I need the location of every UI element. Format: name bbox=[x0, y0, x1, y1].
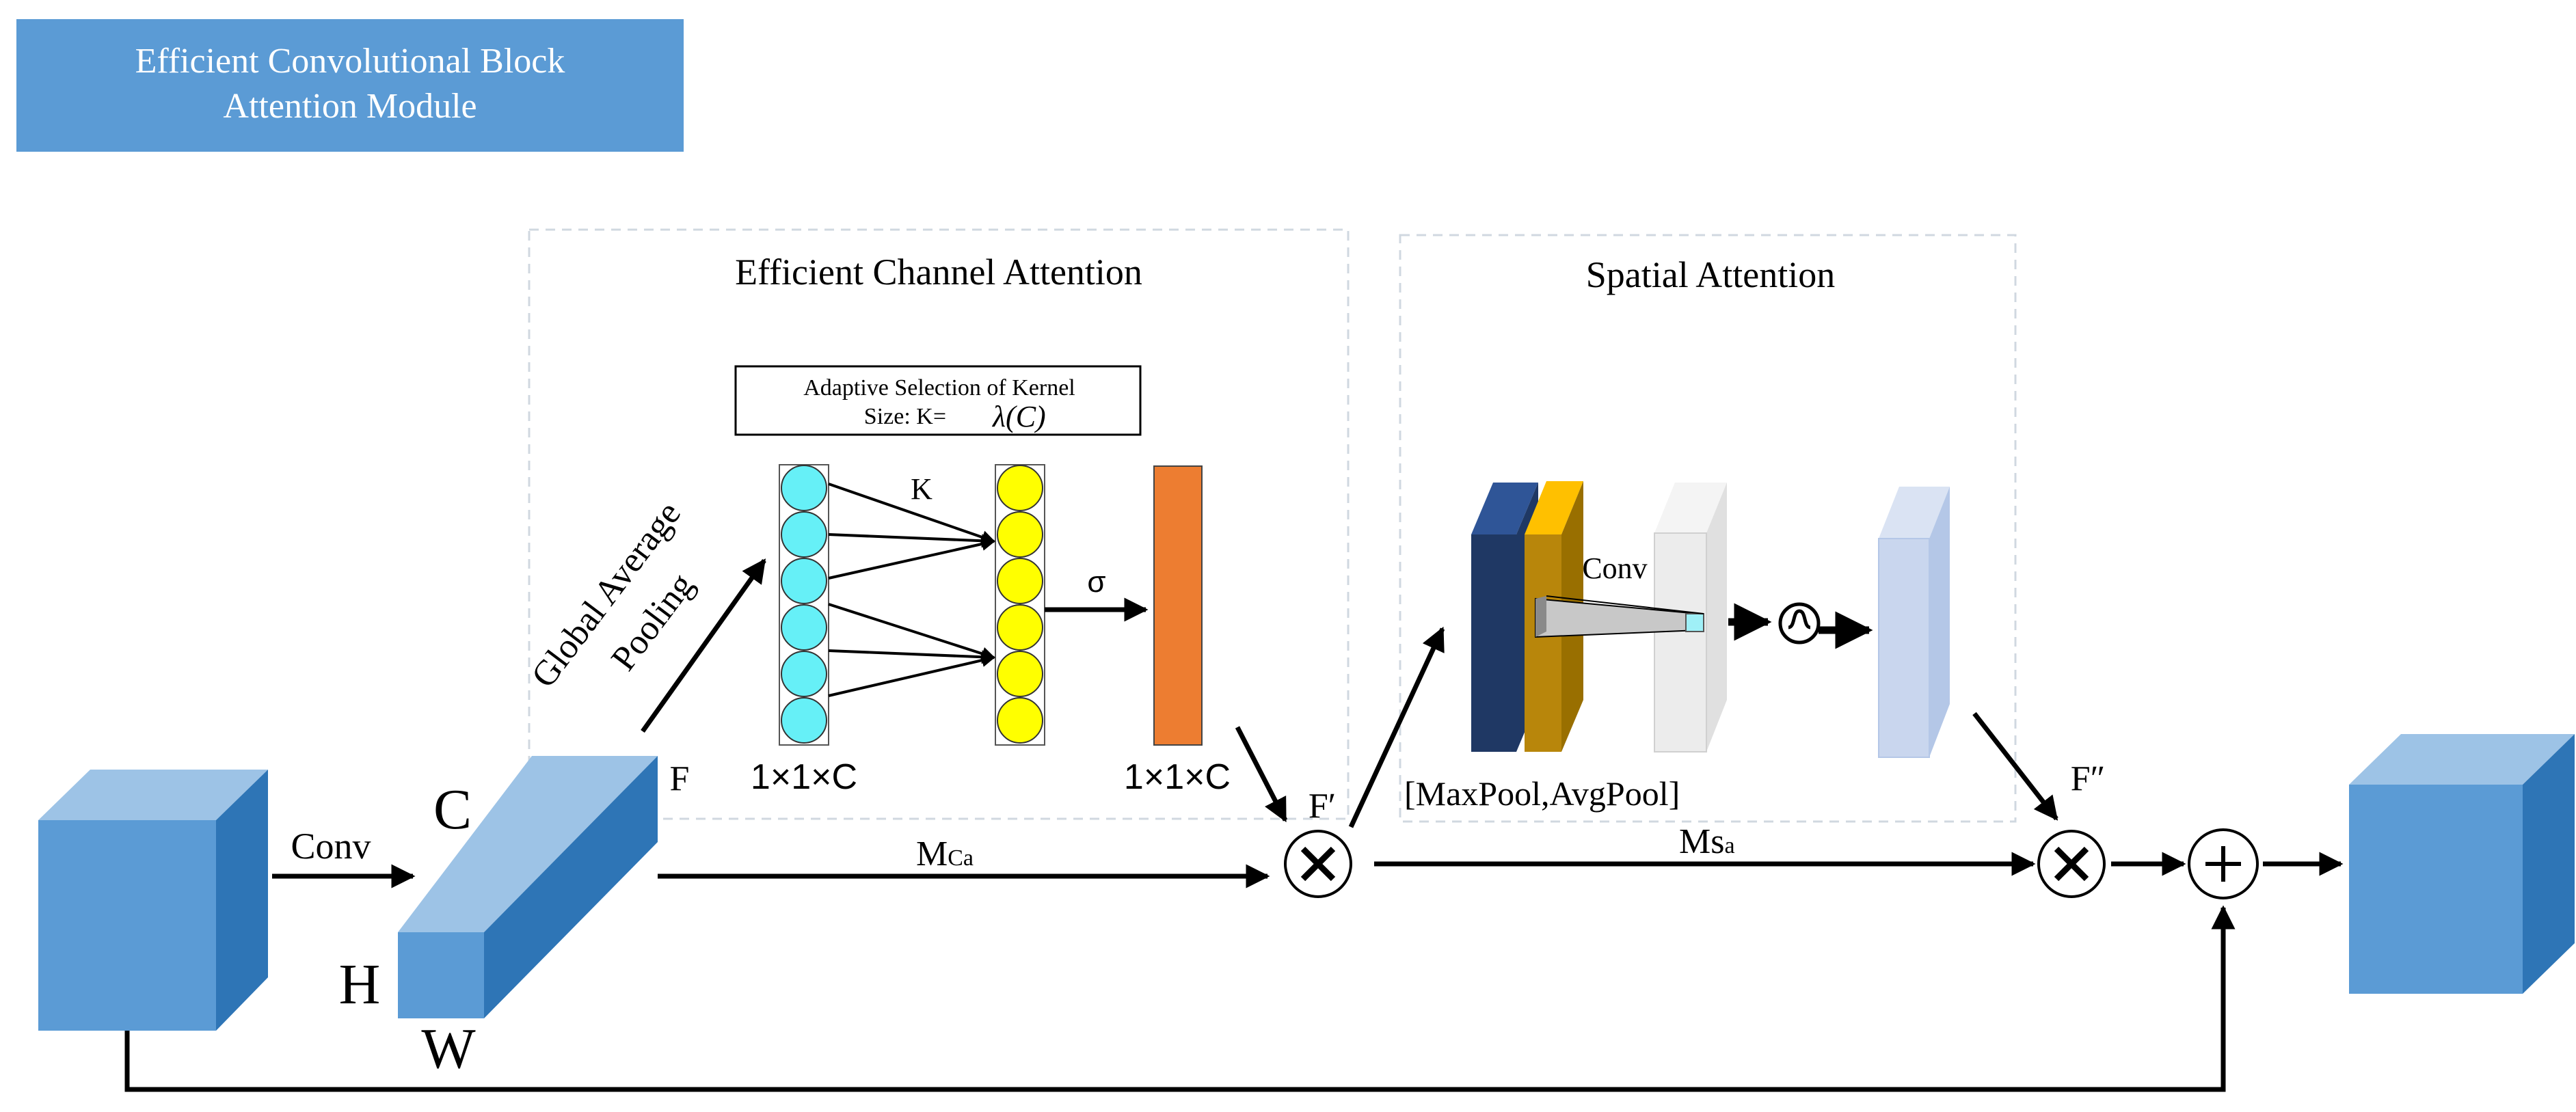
conv-label: Conv bbox=[291, 826, 371, 867]
mca-main: M bbox=[916, 835, 948, 873]
vector-node bbox=[781, 651, 827, 697]
kernel-box-formula: λ(C) bbox=[991, 400, 1046, 433]
eca-title: Efficient Channel Attention bbox=[735, 252, 1142, 293]
f-label: F bbox=[670, 759, 690, 798]
kernel-selection-box: Adaptive Selection of Kernel Size: K= λ(… bbox=[734, 365, 1142, 436]
module-title-line1: Efficient Convolutional Block bbox=[135, 42, 565, 81]
vector-node bbox=[781, 558, 827, 604]
spatial-title: Spatial Attention bbox=[1586, 254, 1835, 295]
vector-node bbox=[997, 558, 1043, 604]
sigmoid-icon bbox=[1778, 602, 1821, 645]
spatial-to-mult-arrow bbox=[1972, 711, 2058, 821]
spatial-attention-plane bbox=[1878, 487, 1950, 758]
module-title-line2: Attention Module bbox=[223, 87, 477, 126]
vector-node bbox=[781, 697, 827, 744]
c-label: C bbox=[433, 778, 472, 841]
k-connections bbox=[828, 483, 995, 697]
f-prime-label: F′ bbox=[1309, 787, 1336, 826]
conv1d-vector-column bbox=[995, 464, 1045, 746]
left-dim-label: 1×1×C bbox=[751, 757, 857, 797]
vector-node bbox=[781, 465, 827, 511]
sigma-label: σ bbox=[1087, 565, 1105, 599]
pooled-maps-stack bbox=[1471, 481, 1583, 752]
k-arrow bbox=[828, 537, 995, 580]
vector-node bbox=[997, 511, 1043, 558]
plus-icon bbox=[2188, 828, 2259, 899]
vector-node bbox=[781, 604, 827, 651]
vector-node bbox=[997, 651, 1043, 697]
vector-node bbox=[997, 465, 1043, 511]
kernel-box-line2: Size: K= bbox=[864, 404, 946, 429]
msa-sub: a bbox=[1724, 833, 1734, 858]
k-label: K bbox=[911, 472, 933, 506]
output-feature-cube bbox=[2349, 734, 2575, 994]
to-spatial-arrow bbox=[1348, 626, 1445, 828]
f-double-prime-label: F″ bbox=[2071, 759, 2106, 798]
msa-main: Ms bbox=[1679, 822, 1724, 861]
multiply-icon bbox=[1284, 830, 1352, 898]
module-title-banner: Efficient Convolutional Block Attention … bbox=[16, 19, 684, 152]
right-dim-label: 1×1×C bbox=[1124, 757, 1231, 797]
h-label: H bbox=[339, 953, 381, 1016]
gap-arrow bbox=[641, 558, 766, 733]
w-label: W bbox=[421, 1017, 476, 1081]
spatial-panel bbox=[1399, 234, 2017, 823]
spatial-conv-label: Conv bbox=[1582, 552, 1647, 585]
vector-node bbox=[997, 604, 1043, 651]
conv-output-plane bbox=[1654, 483, 1727, 752]
pool-label: [MaxPool,AvgPool] bbox=[1404, 774, 1680, 813]
vector-node bbox=[781, 511, 827, 558]
k-arrow bbox=[828, 483, 995, 544]
channel-attention-bar bbox=[1153, 465, 1203, 746]
k-arrow bbox=[828, 649, 995, 664]
k-arrow bbox=[828, 603, 995, 660]
mca-sub: Ca bbox=[948, 845, 974, 871]
feature-map-f bbox=[398, 756, 658, 1018]
input-feature-cube bbox=[38, 770, 268, 1031]
residual-connection bbox=[124, 905, 2236, 1092]
msa-label: Msa bbox=[1679, 822, 1735, 861]
k-arrow bbox=[828, 533, 995, 548]
kernel-box-line1: Adaptive Selection of Kernel bbox=[803, 375, 1075, 401]
conv-kernel-projection bbox=[1535, 595, 1704, 638]
multiply-icon bbox=[2037, 830, 2106, 898]
vector-node bbox=[997, 697, 1043, 744]
k-arrow bbox=[828, 653, 995, 697]
attention-to-mult-arrow bbox=[1235, 726, 1288, 823]
mca-label: MCa bbox=[916, 835, 974, 873]
pooled-vector-column bbox=[779, 464, 829, 746]
